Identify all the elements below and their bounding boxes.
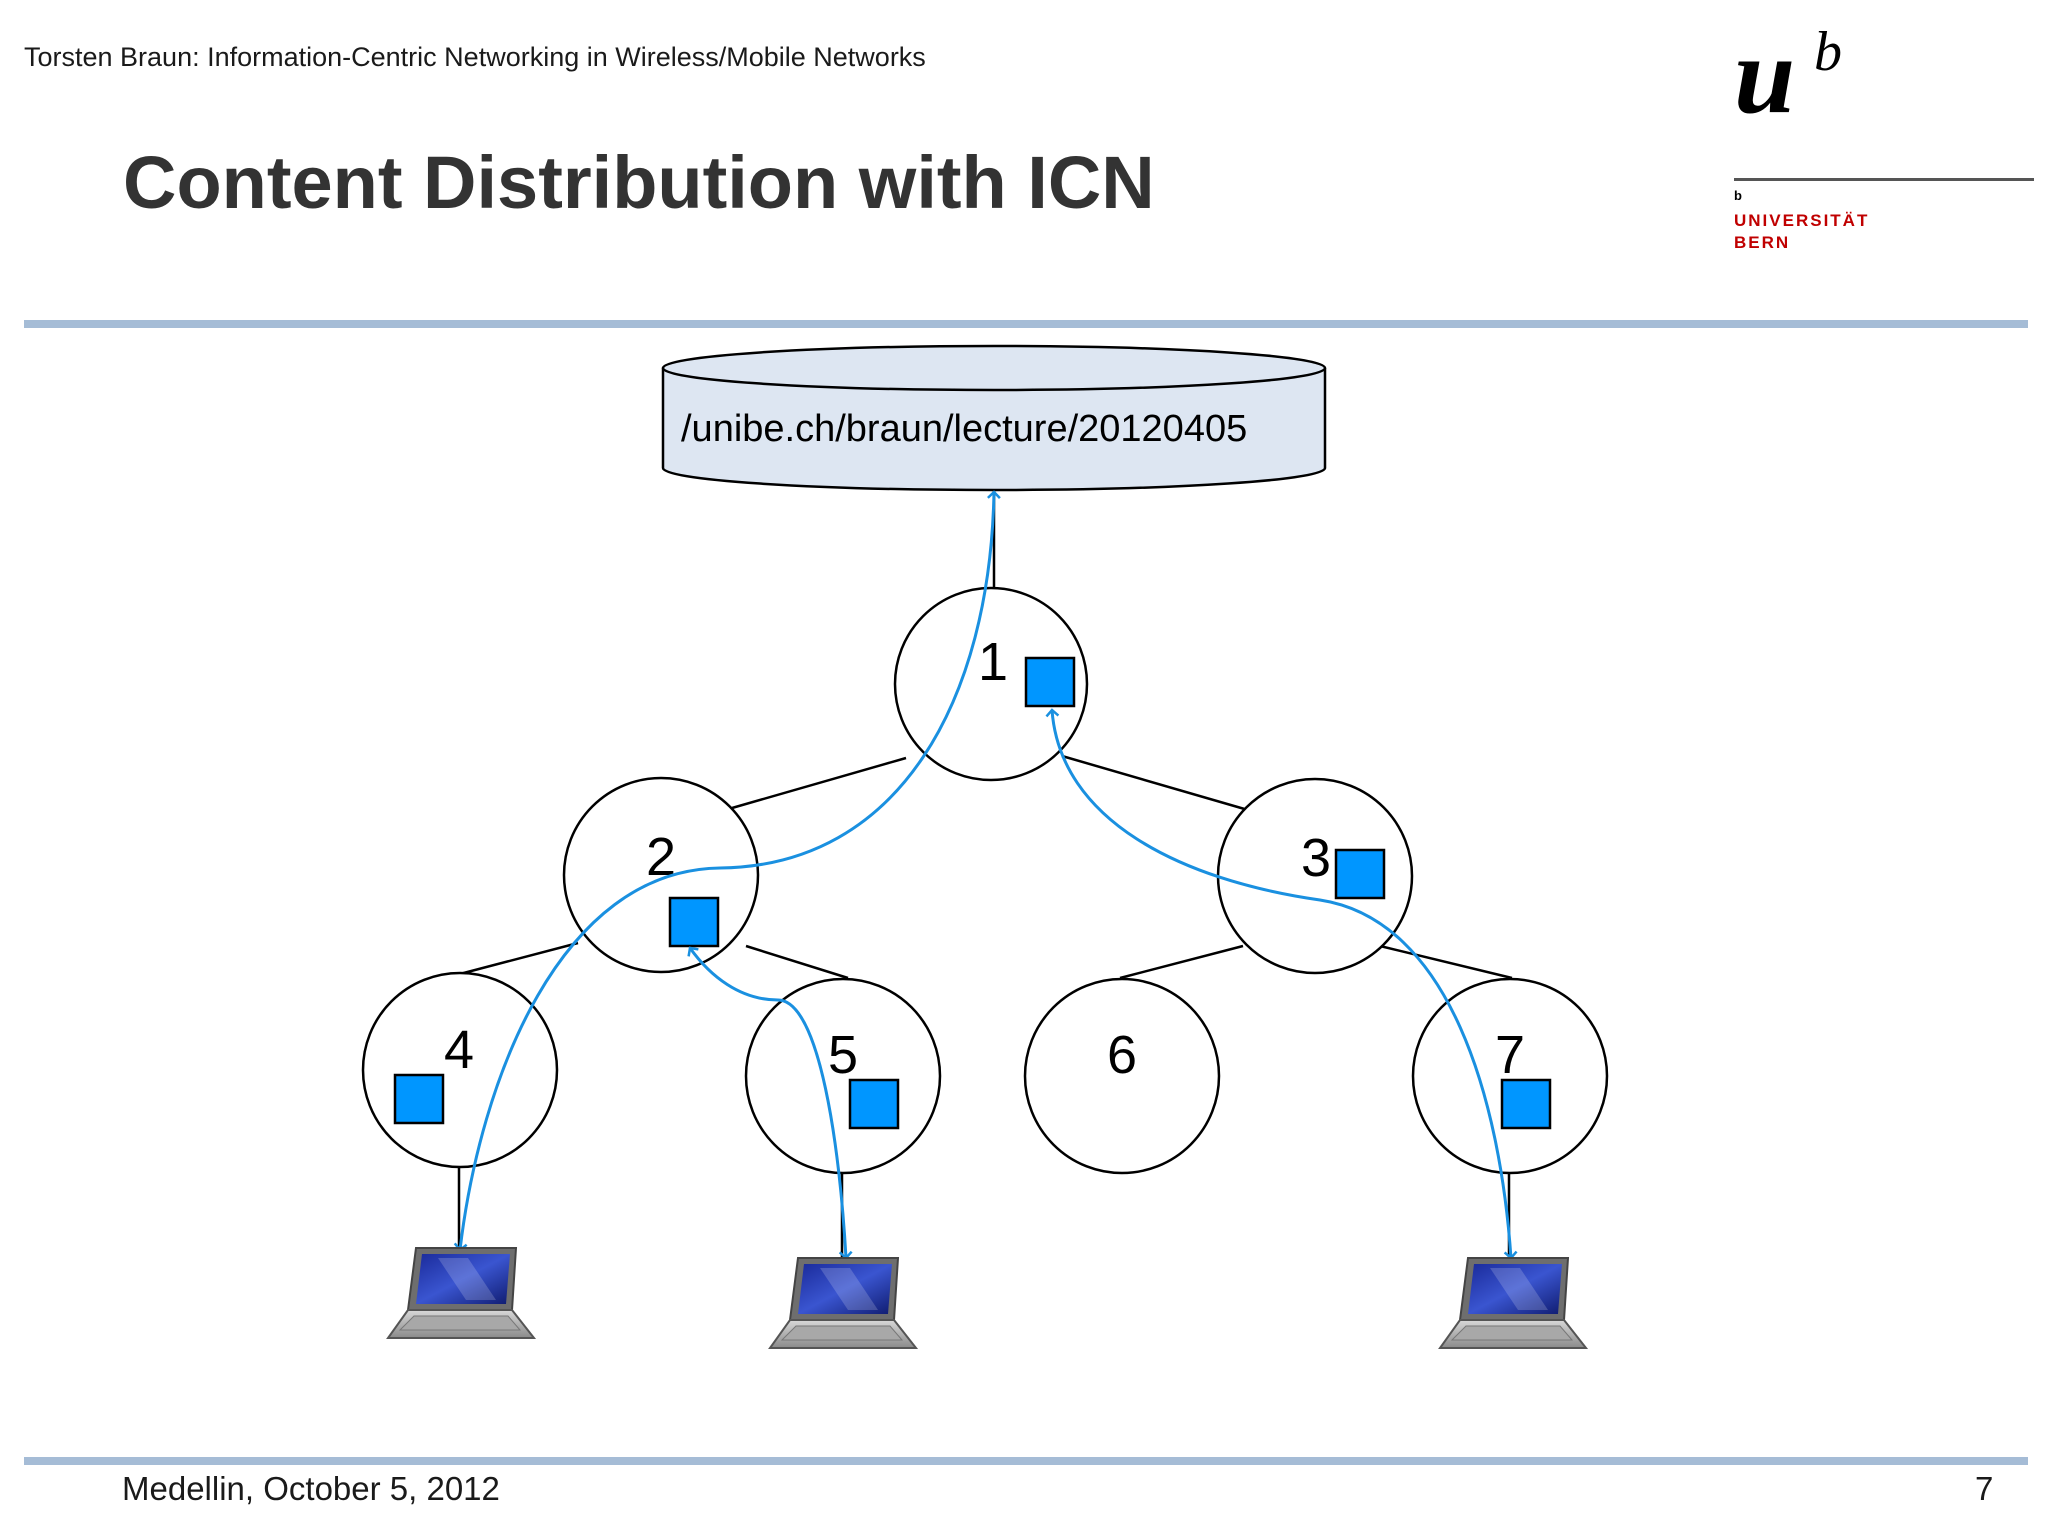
node-5: 5 [744, 977, 942, 1175]
edge-3-6 [1119, 944, 1244, 980]
node-3: 3 [1216, 777, 1414, 975]
edge-2-5 [745, 944, 849, 980]
edge-2-4 [455, 941, 579, 977]
laptop-7 [1439, 1257, 1587, 1349]
laptop-5 [769, 1257, 917, 1349]
server-body [661, 368, 1327, 492]
footer-divider [24, 1457, 2028, 1465]
node-5-cache [848, 1078, 900, 1130]
edge-1-2 [731, 756, 907, 810]
logo-small-b: b [1734, 188, 1742, 203]
content-server: /unibe.ch/braun/lecture/20120405 [661, 344, 1327, 492]
server-top [661, 344, 1327, 392]
node-7-cache [1500, 1078, 1552, 1130]
footer-location-date: Medellin, October 5, 2012 [122, 1470, 500, 1507]
node-3-cache [1334, 848, 1386, 900]
edge-1-3 [1061, 754, 1249, 812]
edge-3-7 [1379, 944, 1513, 980]
node-1-cache [1024, 656, 1076, 708]
node-7: 7 [1411, 977, 1609, 1175]
node-1: 1 [893, 586, 1089, 782]
node-7-label: 7 [1495, 1025, 1525, 1085]
content-name-label: /unibe.ch/braun/lecture/20120405 [681, 408, 1247, 450]
university-logo: u b b UNIVERSITÄT BERN [1730, 14, 2034, 260]
logo-divider [1734, 178, 2034, 181]
node-3-label: 3 [1301, 828, 1331, 888]
logo-text: UNIVERSITÄT BERN [1734, 210, 1869, 254]
node-1-label: 1 [978, 632, 1008, 692]
node-5-label: 5 [828, 1025, 858, 1085]
page-number: 7 [1975, 1470, 1994, 1507]
node-4-cache [393, 1073, 445, 1125]
logo-superscript: b [1814, 21, 1842, 83]
node-4: 4 [361, 971, 559, 1169]
node-6-label: 6 [1107, 1025, 1137, 1085]
presentation-subtitle: Torsten Braun: Information-Centric Netwo… [24, 42, 926, 72]
node-2-cache [668, 896, 720, 948]
logo-text-line1: UNIVERSITÄT [1734, 211, 1870, 230]
header-divider [24, 320, 2028, 328]
logo-mark: u [1734, 14, 1796, 136]
arrow-laptop7-node1 [1045, 708, 1518, 1260]
node-2: 2 [562, 776, 760, 974]
node-6: 6 [1023, 977, 1221, 1175]
logo-text-line2: BERN [1734, 233, 1791, 252]
arrow-laptop5-node2 [687, 946, 853, 1260]
arrow-laptop4-server [453, 490, 1001, 1252]
laptop-4 [387, 1247, 535, 1339]
slide-title: Content Distribution with ICN [123, 141, 1155, 224]
node-4-label: 4 [444, 1020, 474, 1080]
